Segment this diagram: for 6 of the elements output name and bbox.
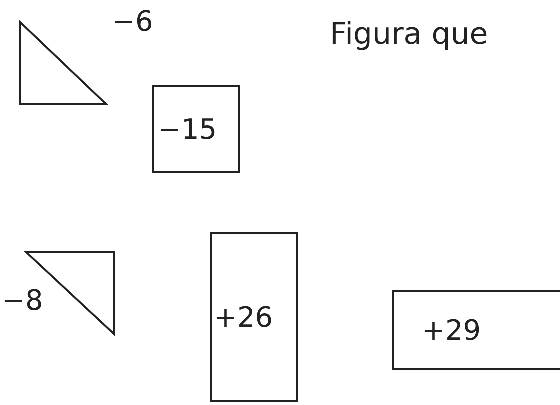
title: Figura que: [330, 20, 488, 50]
number-box: +26: [210, 232, 298, 402]
number-box: +29: [392, 290, 560, 370]
number-label: −8: [2, 287, 44, 315]
number-label: −6: [112, 8, 154, 36]
number-box: −15: [152, 85, 240, 173]
